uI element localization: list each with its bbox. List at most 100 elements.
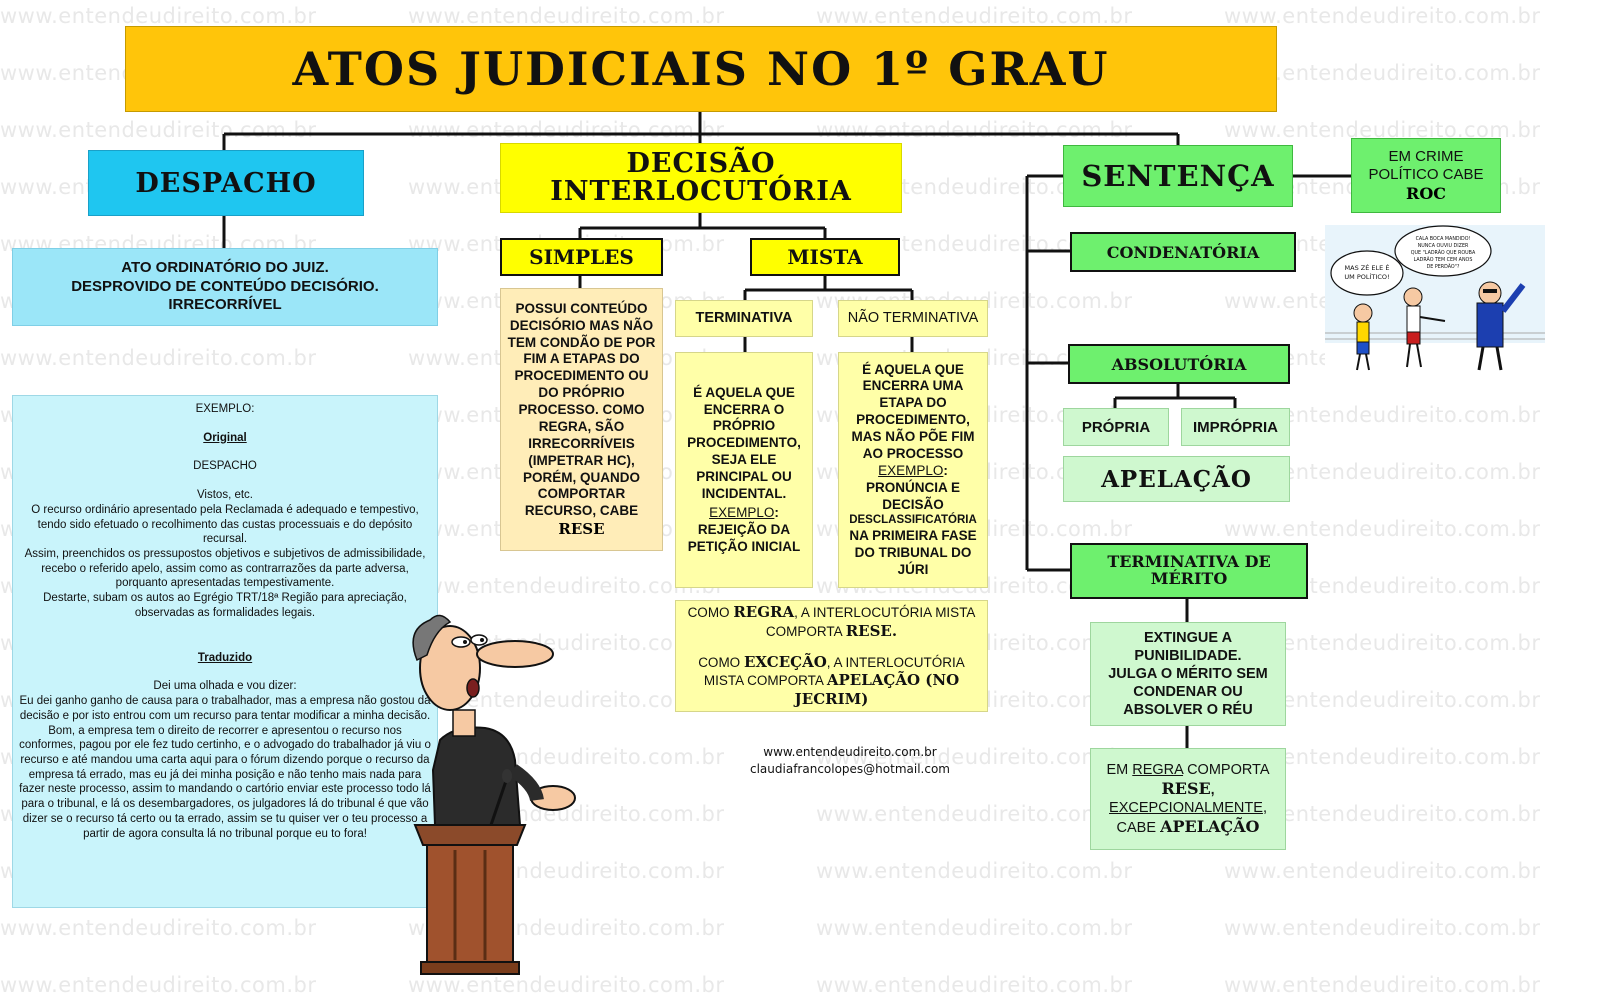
- recurso-rese: RESE: [1161, 778, 1211, 798]
- nao-terminativa-description: É AQUELA QUE ENCERRA UMA ETAPA DO PROCED…: [851, 361, 975, 461]
- mista-rule: COMO REGRA, A INTERLOCUTÓRIA MISTA COMPO…: [675, 600, 988, 712]
- translated-heading: Traduzido: [197, 651, 253, 664]
- terminativa-merito-line: CONDENAR OU: [1133, 684, 1243, 701]
- credits-email: claudiafrancolopes@hotmail.com: [750, 762, 950, 777]
- terminativa-merito-text: MÉRITO: [1150, 569, 1228, 588]
- nao-terminativa-heading-text: NÃO TERMINATIVA: [847, 310, 979, 327]
- political-cartoon: MAS ZÉ ELE É UM POLÍTICO! CALA BOCA MAND…: [1325, 225, 1545, 385]
- rule-rese: RESE.: [845, 621, 898, 640]
- terminativa-merito-line: JULGA O MÉRITO SEM: [1108, 665, 1268, 682]
- nao-terminativa-text: É AQUELA QUE ENCERRA UMA ETAPA DO PROCED…: [838, 352, 988, 588]
- svg-text:DE PERDÃO"?: DE PERDÃO"?: [1427, 263, 1460, 270]
- svg-text:NUNCA OUVIU DIZER: NUNCA OUVIU DIZER: [1418, 243, 1469, 249]
- recurso-regra: REGRA: [1132, 761, 1184, 778]
- original-title: DESPACHO: [193, 460, 257, 473]
- terminativa-example-text: REJEIÇÃO DA PETIÇÃO INICIAL: [687, 521, 801, 554]
- nao-terminativa-example-text: PRONÚNCIA E DECISÃO: [865, 479, 960, 512]
- crime-politico-box: EM CRIME POLÍTICO CABE ROC: [1351, 138, 1501, 213]
- credits-site: www.entendeudireito.com.br: [763, 745, 937, 759]
- terminativa-merito-line: ABSOLVER O RÉU: [1123, 702, 1253, 719]
- apelacao-box: APELAÇÃO: [1063, 456, 1290, 502]
- simples-heading-text: SIMPLES: [529, 245, 634, 269]
- simples-text: POSSUI CONTEÚDO DECISÓRIO MAS NÃO TEM CO…: [500, 288, 663, 551]
- rule-text: COMO: [687, 604, 730, 620]
- propria-text: PRÓPRIA: [1081, 418, 1151, 436]
- crime-politico-text: EM CRIME: [1388, 147, 1464, 165]
- crime-politico-roc: ROC: [1406, 183, 1446, 203]
- condenatoria-text: CONDENATÓRIA: [1106, 242, 1260, 262]
- original-heading: Original: [203, 431, 247, 444]
- recurso-text: COMPORTA: [1187, 761, 1270, 778]
- terminativa-merito-box: TERMINATIVA DE MÉRITO: [1070, 543, 1308, 599]
- rule-regra: REGRA: [733, 602, 795, 621]
- svg-text:LADRÃO TEM CEM ANOS: LADRÃO TEM CEM ANOS: [1414, 256, 1473, 263]
- sentenca-recurso-box: EM REGRA COMPORTA RESE, EXCEPCIONALMENTE…: [1090, 748, 1286, 850]
- terminativa-merito-line: EXTINGUE A: [1143, 629, 1233, 646]
- impropria-text: IMPRÓPRIA: [1192, 418, 1278, 436]
- credits: www.entendeudireito.com.br claudiafranco…: [700, 744, 1000, 779]
- despacho-heading-text: DESPACHO: [135, 167, 317, 199]
- original-paragraph: O recurso ordinário apresentado pela Rec…: [31, 503, 419, 546]
- recurso-text: ,: [1210, 781, 1215, 797]
- nao-terminativa-example-text: DESCLASSIFICATÓRIA: [849, 514, 977, 527]
- terminativa-merito-desc: EXTINGUE A PUNIBILIDADE. JULGA O MÉRITO …: [1090, 622, 1286, 726]
- mista-heading-text: MISTA: [787, 245, 863, 269]
- terminativa-heading: TERMINATIVA: [675, 300, 813, 337]
- definition-line: DESPROVIDO DE CONTEÚDO DECISÓRIO.: [71, 277, 379, 295]
- terminativa-description: É AQUELA QUE ENCERRA O PRÓPRIO PROCEDIME…: [687, 384, 801, 501]
- original-paragraph: Destarte, subam os autos ao Egrégio TRT/…: [43, 592, 407, 619]
- mista-heading: MISTA: [750, 238, 900, 276]
- interlocutoria-heading-line: DECISÃO: [626, 147, 776, 179]
- propria-box: PRÓPRIA: [1063, 408, 1169, 446]
- terminativa-merito-text: TERMINATIVA DE: [1107, 552, 1271, 572]
- condenatoria-box: CONDENATÓRIA: [1070, 232, 1296, 272]
- terminativa-merito-line: PUNIBILIDADE.: [1134, 647, 1242, 664]
- rule-text: COMO: [698, 654, 741, 670]
- recurso-text: , CABE: [1116, 799, 1267, 837]
- main-title: ATOS JUDICIAIS NO 1º GRAU: [125, 26, 1277, 112]
- nao-terminativa-example-label: EXEMPLO: [878, 462, 944, 478]
- original-paragraph: Vistos, etc.: [196, 489, 254, 502]
- definition-line: ATO ORDINATÓRIO DO JUIZ.: [121, 258, 329, 276]
- despacho-definition: ATO ORDINATÓRIO DO JUIZ. DESPROVIDO DE C…: [12, 248, 438, 326]
- terminativa-heading-text: TERMINATIVA: [695, 310, 793, 327]
- main-title-text: ATOS JUDICIAIS NO 1º GRAU: [292, 42, 1110, 96]
- rule-excecao: EXCEÇÃO: [743, 652, 827, 671]
- recurso-text: EM: [1106, 761, 1129, 778]
- despacho-heading: DESPACHO: [88, 150, 364, 216]
- absolutoria-box: ABSOLUTÓRIA: [1068, 344, 1290, 384]
- simples-recurso: RESE: [558, 520, 605, 539]
- terminativa-text: É AQUELA QUE ENCERRA O PRÓPRIO PROCEDIME…: [675, 352, 813, 588]
- despacho-example: EXEMPLO: Original DESPACHO Vistos, etc. …: [12, 395, 438, 908]
- simples-description: POSSUI CONTEÚDO DECISÓRIO MAS NÃO TEM CO…: [507, 300, 656, 519]
- simples-heading: SIMPLES: [500, 238, 663, 276]
- definition-line: IRRECORRÍVEL: [168, 296, 282, 314]
- nao-terminativa-example-text: NA PRIMEIRA FASE DO TRIBUNAL DO JÚRI: [849, 527, 977, 577]
- recurso-apelacao: APELAÇÃO: [1160, 817, 1260, 837]
- interlocutoria-heading: DECISÃO INTERLOCUTÓRIA: [500, 143, 902, 213]
- sentenca-heading: SENTENÇA: [1063, 145, 1293, 207]
- translated-paragraph: Dei uma olhada e vou dizer:: [153, 680, 297, 693]
- rule-apelacao: APELAÇÃO (NO JECRIM): [794, 671, 960, 709]
- impropria-box: IMPRÓPRIA: [1181, 408, 1290, 446]
- judge-illustration: [412, 614, 576, 975]
- recurso-excepcionalmente: EXCEPCIONALMENTE: [1109, 799, 1263, 816]
- translated-paragraph: Eu dei ganho ganho de causa para o traba…: [19, 695, 431, 722]
- rule-text: , A INTERLOCUTÓRIA MISTA COMPORTA: [703, 654, 965, 689]
- example-label: EXEMPLO:: [195, 403, 255, 415]
- svg-text:MAS ZÉ ELE É: MAS ZÉ ELE É: [1345, 263, 1390, 272]
- svg-text:QUE "LADRÃO QUE ROUBA: QUE "LADRÃO QUE ROUBA: [1411, 249, 1476, 256]
- nao-terminativa-heading: NÃO TERMINATIVA: [838, 300, 988, 337]
- absolutoria-text: ABSOLUTÓRIA: [1111, 354, 1247, 374]
- svg-text:UM POLÍTICO!: UM POLÍTICO!: [1344, 272, 1389, 281]
- interlocutoria-heading-line: INTERLOCUTÓRIA: [550, 176, 852, 207]
- terminativa-example-label: EXEMPLO: [709, 504, 775, 520]
- svg-text:CALA BOCA MANDIDO!: CALA BOCA MANDIDO!: [1416, 236, 1471, 242]
- sentenca-heading-text: SENTENÇA: [1081, 159, 1275, 193]
- apelacao-text: APELAÇÃO: [1101, 465, 1252, 493]
- original-paragraph: Assim, preenchidos os pressupostos objet…: [24, 548, 426, 590]
- rule-text: , A INTERLOCUTÓRIA MISTA COMPORTA: [765, 604, 976, 639]
- crime-politico-text: POLÍTICO CABE: [1368, 165, 1484, 183]
- translated-paragraph: Bom, a empresa tem o direito de recorrer…: [19, 724, 431, 840]
